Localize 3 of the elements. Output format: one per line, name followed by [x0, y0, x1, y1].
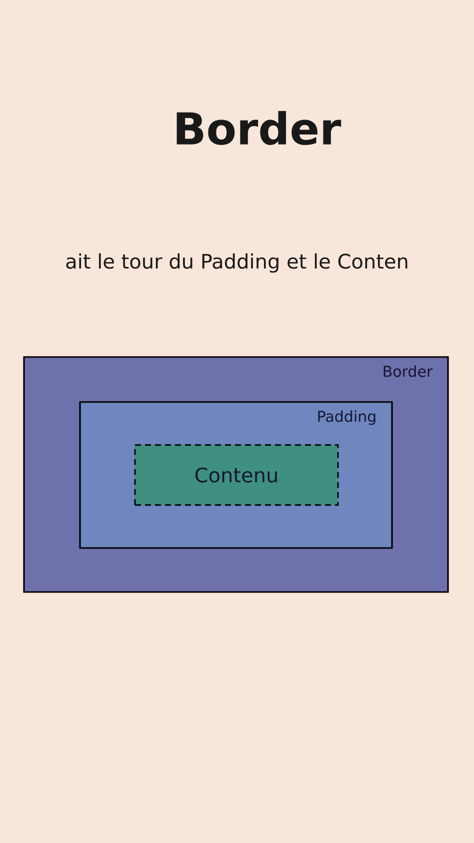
subtitle: ait le tour du Padding et le Conten — [66, 253, 408, 273]
title: Border — [176, 110, 342, 146]
box-layer: Contenu — [134, 444, 339, 506]
